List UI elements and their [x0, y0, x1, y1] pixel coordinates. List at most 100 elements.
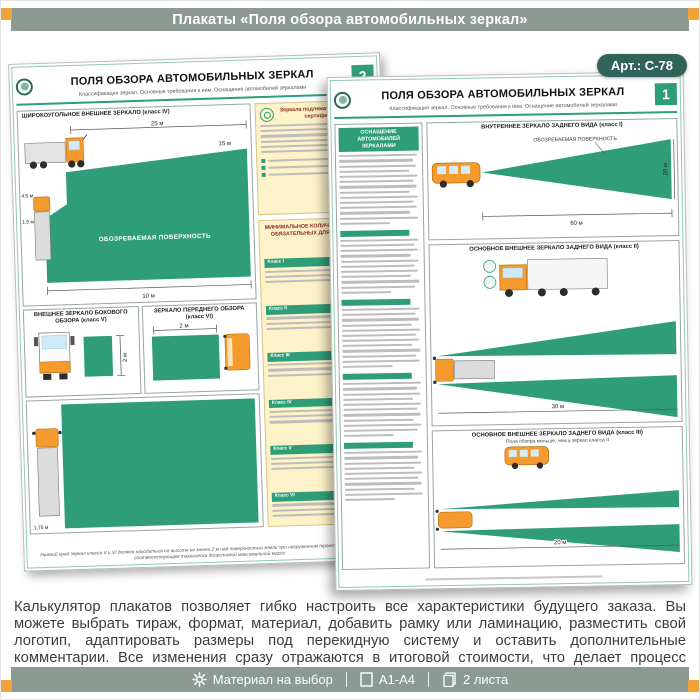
- truck-side-icon: [483, 257, 608, 297]
- poster-titles: ПОЛЯ ОБЗОРА АВТОМОБИЛЬНЫХ ЗЕРКАЛ Классиф…: [38, 64, 346, 99]
- field-of-view-lower: [437, 374, 678, 417]
- minibus-side-icon: [431, 161, 481, 188]
- poster-subtitle: Классификация зеркал. Основные требовани…: [389, 101, 617, 112]
- svg-text:25 м: 25 м: [151, 121, 164, 127]
- page-title: Плакаты «Поля обзора автомобильных зерка…: [172, 11, 528, 28]
- poster-sheet-1[interactable]: ПОЛЯ ОБЗОРА АВТОМОБИЛЬНЫХ ЗЕРКАЛ Классиф…: [326, 70, 693, 592]
- sidebar-title: ОСНАЩЕНИЕ АВТОМОБИЛЕЙ ЗЕРКАЛАМИ: [338, 126, 419, 153]
- truck-top-icon: [32, 428, 62, 517]
- sidebar-subheading-placeholder: [342, 372, 412, 381]
- poster-titles: ПОЛЯ ОБЗОРА АВТОМОБИЛЬНЫХ ЗЕРКАЛ Классиф…: [357, 82, 649, 113]
- text-placeholder: [341, 307, 423, 371]
- class-iv-diagram: 25 м ОБОЗРЕВАЕМАЯ ПОВЕРХНОСТЬ 15 м: [21, 120, 252, 300]
- panel-class-iv: ШИРОКОУГОЛЬНОЕ ВНЕШНЕЕ ЗЕРКАЛО (класс IV…: [16, 103, 257, 307]
- sidebar-subheading-placeholder: [343, 441, 413, 450]
- minibus-side-icon: [504, 446, 550, 470]
- poster-header: ПОЛЯ ОБЗОРА АВТОМОБИЛЬНЫХ ЗЕРКАЛ Классиф…: [333, 77, 678, 120]
- dim-60m: 60 м: [482, 208, 673, 227]
- poster1-imprint-placeholder: [425, 574, 603, 581]
- car-top-icon: [435, 509, 473, 532]
- field-of-view-combined: [61, 398, 259, 529]
- dim-1-75m-label: 1,75 м: [34, 525, 49, 531]
- text-placeholder: [340, 238, 421, 296]
- publisher-logo-icon: [15, 77, 34, 96]
- product-description: Калькулятор плакатов позволяет гибко нас…: [14, 599, 686, 682]
- sidebar-subheading-placeholder: [341, 298, 411, 306]
- sheets-info: 2 листа: [442, 672, 508, 687]
- poster-sheet-2[interactable]: ПОЛЯ ОБЗОРА АВТОМОБИЛЬНЫХ ЗЕРКАЛ Классиф…: [8, 52, 396, 572]
- corner-accent: [688, 8, 700, 20]
- truck-side-icon: [24, 133, 88, 169]
- dim-1-5m-label: 1,5 м: [22, 219, 35, 225]
- dim-15m-label: 15 м: [218, 141, 231, 147]
- poster-header: ПОЛЯ ОБЗОРА АВТОМОБИЛЬНЫХ ЗЕРКАЛ Классиф…: [15, 58, 375, 106]
- svg-text:10 м: 10 м: [142, 293, 155, 299]
- field-of-view-class-iv: [45, 148, 251, 283]
- corner-accent: [0, 8, 12, 20]
- class-iii-diagram: 20 м: [435, 446, 680, 553]
- corner-accent: [0, 680, 12, 692]
- dim-4-5m-label: 4,5 м: [21, 193, 34, 199]
- truck-top-icon: [33, 196, 52, 261]
- certification-seal-icon: [259, 107, 275, 123]
- field-of-view-lower: [440, 524, 680, 553]
- format-info-label: А1-А4: [378, 672, 415, 687]
- field-of-view-class-i: [482, 138, 672, 199]
- material-info: Материал на выбор: [191, 672, 333, 687]
- text-placeholder: [342, 381, 424, 440]
- panel-class-iii: ОСНОВНОЕ ВНЕШНЕЕ ЗЕРКАЛО ЗАДНЕГО ВИДА (к…: [431, 425, 686, 569]
- panel-class-i: ВНУТРЕННЕЕ ЗЕРКАЛО ЗАДНЕГО ВИДА (класс I…: [426, 118, 680, 241]
- truck-front-icon: [33, 332, 75, 381]
- dim-25m: 25 м: [70, 120, 247, 134]
- gear-icon: [191, 672, 207, 687]
- field-of-view-upper: [437, 320, 677, 356]
- truck-top-icon: [432, 356, 495, 384]
- page-title-bar: Плакаты «Поля обзора автомобильных зерка…: [11, 8, 689, 31]
- class-ii-diagram: 30 м: [432, 257, 678, 417]
- svg-text:20 м: 20 м: [663, 163, 669, 176]
- truck-top-front-icon: [222, 333, 250, 371]
- material-info-label: Материал на выбор: [212, 672, 333, 687]
- panel-class-vi: ЗЕРКАЛО ПЕРЕДНЕГО ОБЗОРА (класс VI) 2 м: [141, 302, 260, 394]
- page-format-icon: [360, 672, 373, 687]
- svg-text:30 м: 30 м: [552, 404, 564, 410]
- surface-label-callout: ОБОЗРЕВАЕМАЯ ПОВЕРХНОСТЬ: [533, 136, 617, 155]
- panel-class-v: ВНЕШНЕЕ ЗЕРКАЛО БОКОВОГО ОБЗОРА (класс V…: [22, 305, 142, 398]
- dim-2m-vi: 2 м: [152, 324, 217, 335]
- svg-text:2 м: 2 м: [179, 324, 188, 330]
- class-v-diagram: 2 м: [33, 332, 129, 381]
- class-v-vi-plan-diagram: 1,75 м: [32, 398, 259, 531]
- publisher-logo-icon: [333, 91, 352, 109]
- panel-class-v-vi-plan: 1,75 м: [25, 393, 264, 535]
- poster2-diagrams: ШИРОКОУГОЛЬНОЕ ВНЕШНЕЕ ЗЕРКАЛО (класс IV…: [16, 103, 264, 535]
- class-vi-diagram: 2 м: [151, 324, 250, 381]
- dim-10m: 10 м: [46, 280, 252, 300]
- divider: [345, 672, 347, 687]
- poster-number: 1: [654, 83, 678, 106]
- sidebar-subheading-placeholder: [340, 229, 410, 237]
- format-info: А1-А4: [360, 672, 415, 687]
- surface-label: ОБОЗРЕВАЕМАЯ ПОВЕРХНОСТЬ: [99, 232, 212, 242]
- svg-text:2 м: 2 м: [123, 353, 129, 362]
- dim-20m-depth: 20 м: [663, 138, 676, 199]
- product-info-bar: Материал на выбор А1-А4 2 листа: [11, 667, 689, 692]
- divider: [427, 672, 429, 687]
- poster-title: ПОЛЯ ОБЗОРА АВТОМОБИЛЬНЫХ ЗЕРКАЛ: [381, 86, 625, 103]
- svg-text:60 м: 60 м: [570, 220, 582, 226]
- poster1-text-column: ОСНАЩЕНИЕ АВТОМОБИЛЕЙ ЗЕРКАЛАМИ: [334, 122, 431, 570]
- article-badge: Арт.: С-78: [596, 54, 687, 77]
- svg-text:20 м: 20 м: [554, 540, 566, 546]
- field-of-view-class-vi: [151, 334, 220, 381]
- panel-class-ii: ОСНОВНОЕ ВНЕШНЕЕ ЗЕРКАЛО ЗАДНЕГО ВИДА (к…: [428, 240, 683, 427]
- sheets-icon: [443, 672, 456, 687]
- text-placeholder: [344, 450, 425, 504]
- poster2-footnote: Нижний край зеркал класса V и VI должен …: [40, 542, 379, 562]
- field-of-view-upper: [440, 490, 680, 510]
- class-i-diagram: ОБОЗРЕВАЕМАЯ ПОВЕРХНОСТЬ 60 м 20 м: [431, 136, 676, 227]
- field-of-view-class-v: [83, 336, 114, 378]
- corner-accent: [688, 680, 700, 692]
- dim-2m-v: 2 м: [115, 335, 129, 377]
- article-number: Арт.: С-78: [610, 58, 673, 73]
- dim-30m: 30 м: [438, 403, 678, 414]
- svg-text:ОБОЗРЕВАЕМАЯ ПОВЕРХНОСТЬ: ОБОЗРЕВАЕМАЯ ПОВЕРХНОСТЬ: [533, 136, 617, 143]
